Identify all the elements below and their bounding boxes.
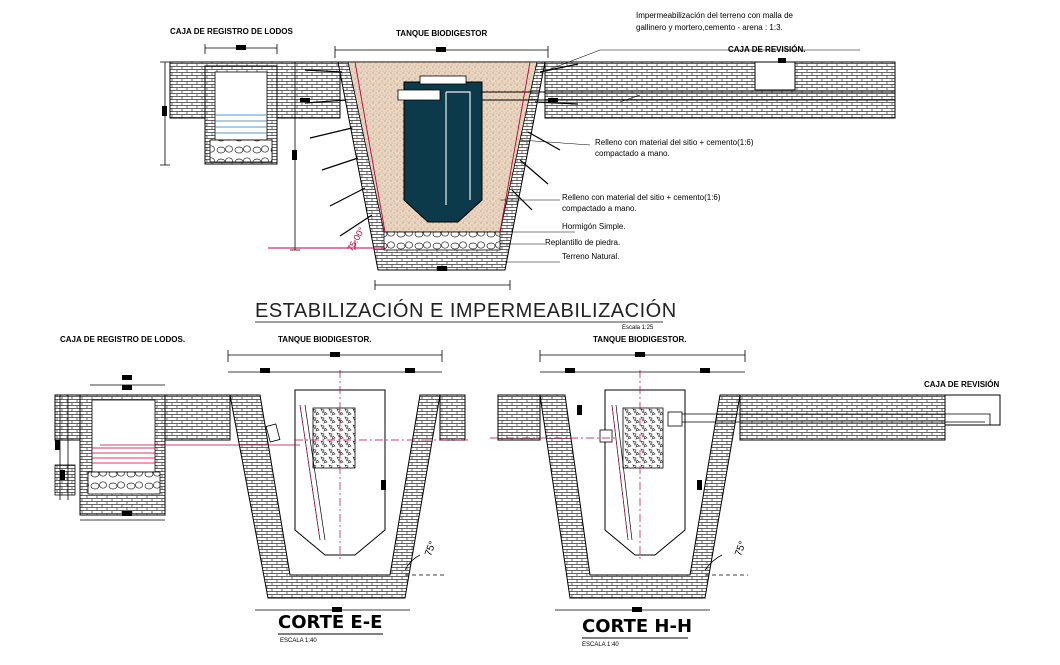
h-scale: ESCALA 1:40 — [582, 642, 619, 648]
h-title: CORTE H-H — [582, 616, 692, 637]
tank-lid — [419, 75, 467, 85]
top-caja-revision-label: CAJA DE REVISIÓN. — [728, 45, 806, 54]
e-angle-label: 75° — [423, 540, 439, 558]
inlet-pipe — [397, 89, 441, 101]
terreno-note: Terreno Natural. — [562, 252, 619, 261]
e-scale: ESCALA 1:40 — [280, 638, 317, 644]
h-angle-label: 75° — [733, 540, 749, 558]
hormigon-note: Hormigón Simple. — [562, 222, 626, 231]
corte-e-section: CAJA DE REGISTRO DE LODOS. TANQUE BIODIG… — [54, 335, 470, 644]
impermeabilizacion-note-2: gallinero y mortero,cemento - arena : 1:… — [636, 23, 783, 32]
inner-pipe — [445, 91, 471, 205]
h-pit — [539, 394, 741, 599]
anchor-spikes — [304, 63, 579, 237]
corte-h-section: TANQUE BIODIGESTOR. CAJA DE REVISIÓN 75°… — [490, 335, 1001, 648]
top-tanque-label: TANQUE BIODIGESTOR — [396, 29, 487, 38]
caja-stones — [209, 139, 273, 163]
caja-water — [215, 114, 267, 134]
replantillo-note: Replantillo de piedra. — [545, 238, 620, 247]
top-section: CAJA DE REGISTRO DE LODOS TANQUE BIODIGE… — [160, 11, 896, 331]
h-tanque-label: TANQUE BIODIGESTOR. — [593, 335, 687, 344]
caja-registro-inner — [214, 71, 268, 141]
stone-bed — [383, 231, 501, 251]
e-tanque-label: TANQUE BIODIGESTOR. — [278, 335, 372, 344]
e-title: CORTE E-E — [278, 612, 382, 633]
biodigester-tank — [403, 81, 483, 223]
e-ground-right — [439, 394, 466, 441]
h-ground-right — [739, 394, 946, 441]
h-caja-revision-label: CAJA DE REVISIÓN — [924, 380, 999, 389]
h-ground-left — [497, 394, 541, 441]
relleno-note-1b: compactado a mano. — [595, 149, 670, 158]
relleno-note-2b: compactado a mano. — [562, 204, 637, 213]
impermeabilizacion-note-1: Impermeabilización del terreno con malla… — [636, 11, 794, 20]
e-pit — [229, 394, 441, 599]
ground-right — [544, 61, 896, 119]
caja-revision — [754, 61, 796, 91]
relleno-note-2a: Relleno con material del sitio + cemento… — [562, 193, 721, 202]
top-angle-label: 75.00° — [345, 225, 367, 253]
top-caja-registro-label: CAJA DE REGISTRO DE LODOS — [170, 27, 293, 36]
section-scale: Escala 1:25 — [622, 325, 654, 331]
e-caja-registro-label: CAJA DE REGISTRO DE LODOS. — [60, 335, 185, 344]
section-title: ESTABILIZACIÓN E IMPERMEABILIZACIÓN — [255, 299, 677, 322]
relleno-note-1a: Relleno con material del sitio + cemento… — [595, 138, 754, 147]
